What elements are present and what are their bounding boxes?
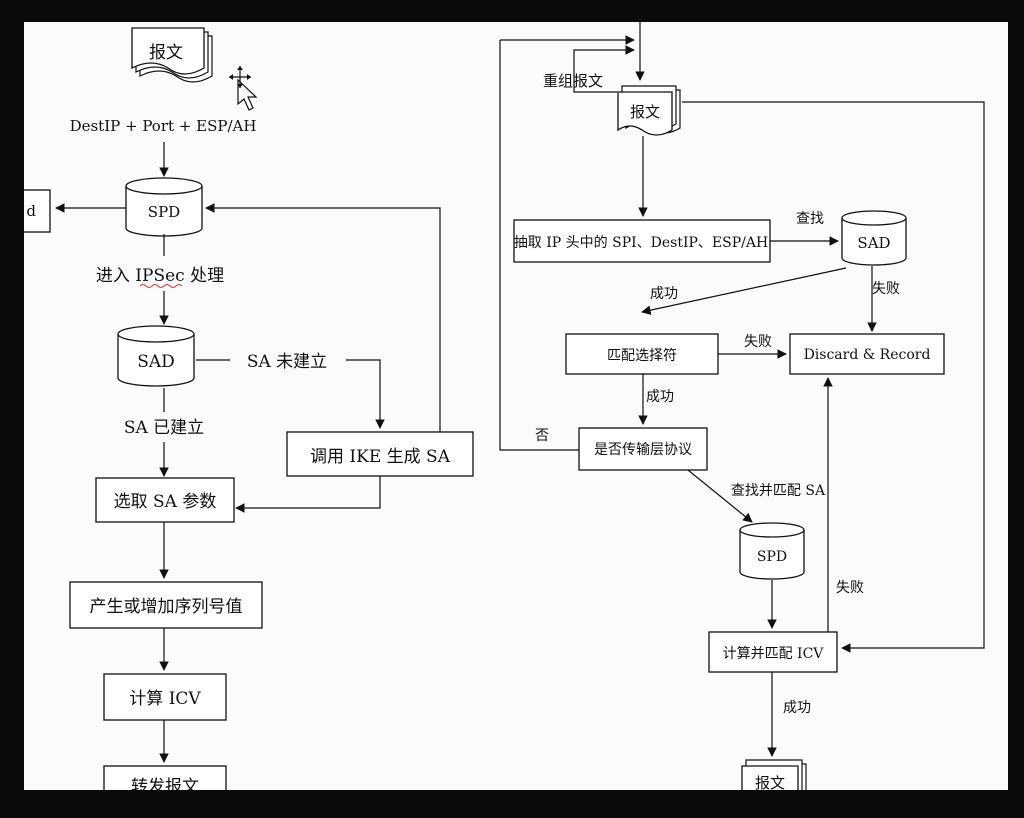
arrow-reassemble-loop	[573, 45, 635, 93]
compute-icv-label: 计算 ICV	[129, 689, 201, 709]
spellcheck-underline	[139, 284, 183, 288]
match-selector-label: 匹配选择符	[607, 348, 677, 364]
select-sa-params-box	[95, 477, 235, 523]
arrow-to-spd-right	[687, 469, 753, 523]
sa-not-established-label: SA 未建立	[247, 352, 327, 372]
arrow-to-ike	[346, 359, 385, 429]
diagram-canvas: 报文 DestIP + Port + ESP/AH SPD d 进入 IPSec…	[24, 22, 1008, 790]
fail1-label: 失败	[872, 281, 900, 297]
lookup-label: 查找	[796, 211, 824, 227]
gen-seq-box	[69, 581, 263, 629]
ipsec-flowchart: 报文 DestIP + Port + ESP/AH SPD d 进入 IPSec…	[24, 22, 985, 790]
compute-icv-box	[103, 673, 227, 721]
reassemble-label: 重组报文	[543, 72, 603, 90]
screen-top-bar	[0, 0, 1024, 22]
is-transport-label: 是否传输层协议	[594, 442, 692, 458]
arrow-ike-to-select	[235, 476, 381, 513]
arrow-sad-to-match	[641, 267, 847, 315]
arrow-doc-to-icv	[682, 101, 985, 653]
spd-right-label: SPD	[757, 549, 787, 565]
spd-database-icon: SPD	[125, 177, 203, 237]
discard-record-label: Discard & Record	[804, 347, 931, 363]
compute-match-icv-box	[708, 631, 838, 673]
arrow-ike-to-spd	[205, 203, 441, 432]
sad-label: SAD	[137, 352, 175, 372]
no-label: 否	[535, 428, 549, 444]
spd-right-database-icon: SPD	[739, 522, 805, 580]
extract-label: 抽取 IP 头中的 SPI、DestIP、ESP/AH	[514, 235, 768, 251]
screen-right-edge	[1008, 22, 1024, 790]
sad-database-icon: SAD	[117, 325, 195, 387]
incoming-packet-label: 报文	[630, 103, 660, 121]
discard-record-box	[789, 333, 945, 375]
gen-seq-label: 产生或增加序列号值	[90, 597, 243, 617]
is-transport-box	[578, 427, 708, 471]
sad-right-database-icon: SAD	[841, 210, 907, 266]
fail3-label: 失败	[836, 580, 864, 596]
screen-left-edge	[0, 22, 24, 790]
call-ike-box	[286, 431, 474, 477]
success2-label: 成功	[646, 389, 674, 405]
outgoing-packet-document-icon: 报文	[741, 759, 807, 790]
fail2-label: 失败	[744, 334, 772, 350]
success1-label: 成功	[650, 286, 678, 302]
discard-partial-label: d	[26, 202, 36, 220]
forward-packet-label: 转发报文	[131, 777, 199, 790]
match-selector-box	[565, 333, 719, 375]
select-sa-params-label: 选取 SA 参数	[114, 492, 217, 512]
call-ike-label: 调用 IKE 生成 SA	[310, 447, 451, 467]
compute-match-icv-label: 计算并匹配 ICV	[723, 646, 825, 662]
header-fields-label: DestIP + Port + ESP/AH	[70, 117, 257, 135]
outgoing-packet-label: 报文	[755, 774, 785, 790]
success3-label: 成功	[783, 700, 811, 716]
screen-bottom-bar	[0, 790, 1024, 818]
packet-label: 报文	[149, 43, 183, 63]
incoming-packet-document-icon: 报文	[617, 85, 681, 136]
spd-label: SPD	[148, 203, 180, 221]
sad-right-label: SAD	[857, 234, 890, 252]
sa-established-label: SA 已建立	[124, 418, 204, 438]
enter-ipsec-label: 进入 IPSec 处理	[96, 266, 224, 286]
mouse-cursor-icon	[229, 66, 258, 111]
forward-packet-box	[103, 765, 227, 790]
line-no-loop-back	[499, 40, 579, 451]
packet-document-icon: 报文	[131, 27, 213, 83]
extract-box	[513, 219, 771, 263]
lookup-match-sa-label: 查找并匹配 SA	[731, 483, 826, 499]
discard-box-partial	[24, 189, 51, 233]
